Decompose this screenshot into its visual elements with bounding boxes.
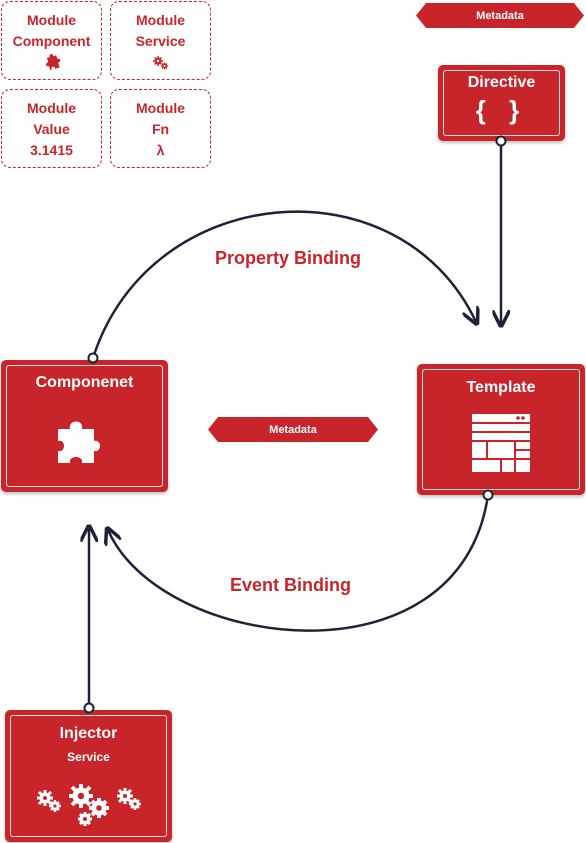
module-service-box: Module Service (110, 1, 211, 80)
banner-label: Metadata (269, 423, 317, 436)
gears-icon (37, 784, 141, 826)
template-title: Template (466, 379, 536, 396)
directive-title: Directive (467, 74, 536, 91)
module-name: Service (135, 33, 186, 49)
module-name: Value (33, 121, 70, 137)
module-value: 3.1415 (30, 142, 73, 158)
metadata-banner-middle: Metadata (208, 417, 378, 442)
module-label: Module (136, 12, 185, 28)
directive-node: Directive { } (438, 65, 565, 141)
braces-icon: { } (475, 95, 528, 125)
gears-icon (152, 54, 170, 72)
template-connector-dot (482, 489, 494, 501)
lambda-symbol: λ (156, 142, 165, 158)
component-node: Componenet (1, 360, 168, 492)
event-binding-arrow (108, 494, 490, 632)
injector-title: Injector (59, 725, 118, 742)
module-fn-box: Module Fn λ (110, 89, 211, 168)
directive-connector-dot (495, 135, 507, 147)
component-connector-dot (87, 352, 99, 364)
puzzle-icon (58, 421, 100, 463)
property-binding-label: Property Binding (215, 248, 362, 268)
module-label: Module (27, 100, 76, 116)
metadata-banner-top: Metadata (416, 3, 584, 28)
injector-subtitle: Service (67, 750, 110, 764)
event-binding-label: Event Binding (230, 575, 351, 595)
module-component-box: Module Component (1, 1, 102, 80)
banner-label: Metadata (476, 9, 524, 22)
module-label: Module (27, 12, 76, 28)
puzzle-icon (43, 54, 61, 72)
module-value-box: Module Value 3.1415 (1, 89, 102, 168)
injector-connector-dot (83, 702, 95, 714)
component-title: Componenet (35, 374, 134, 391)
module-name: Fn (151, 121, 170, 137)
module-label: Module (136, 100, 185, 116)
property-binding-arrow (91, 210, 476, 359)
module-name: Component (12, 33, 91, 49)
template-node: Template (417, 364, 585, 495)
template-layout-icon (472, 414, 530, 472)
injector-node: Injector Service (5, 710, 172, 842)
